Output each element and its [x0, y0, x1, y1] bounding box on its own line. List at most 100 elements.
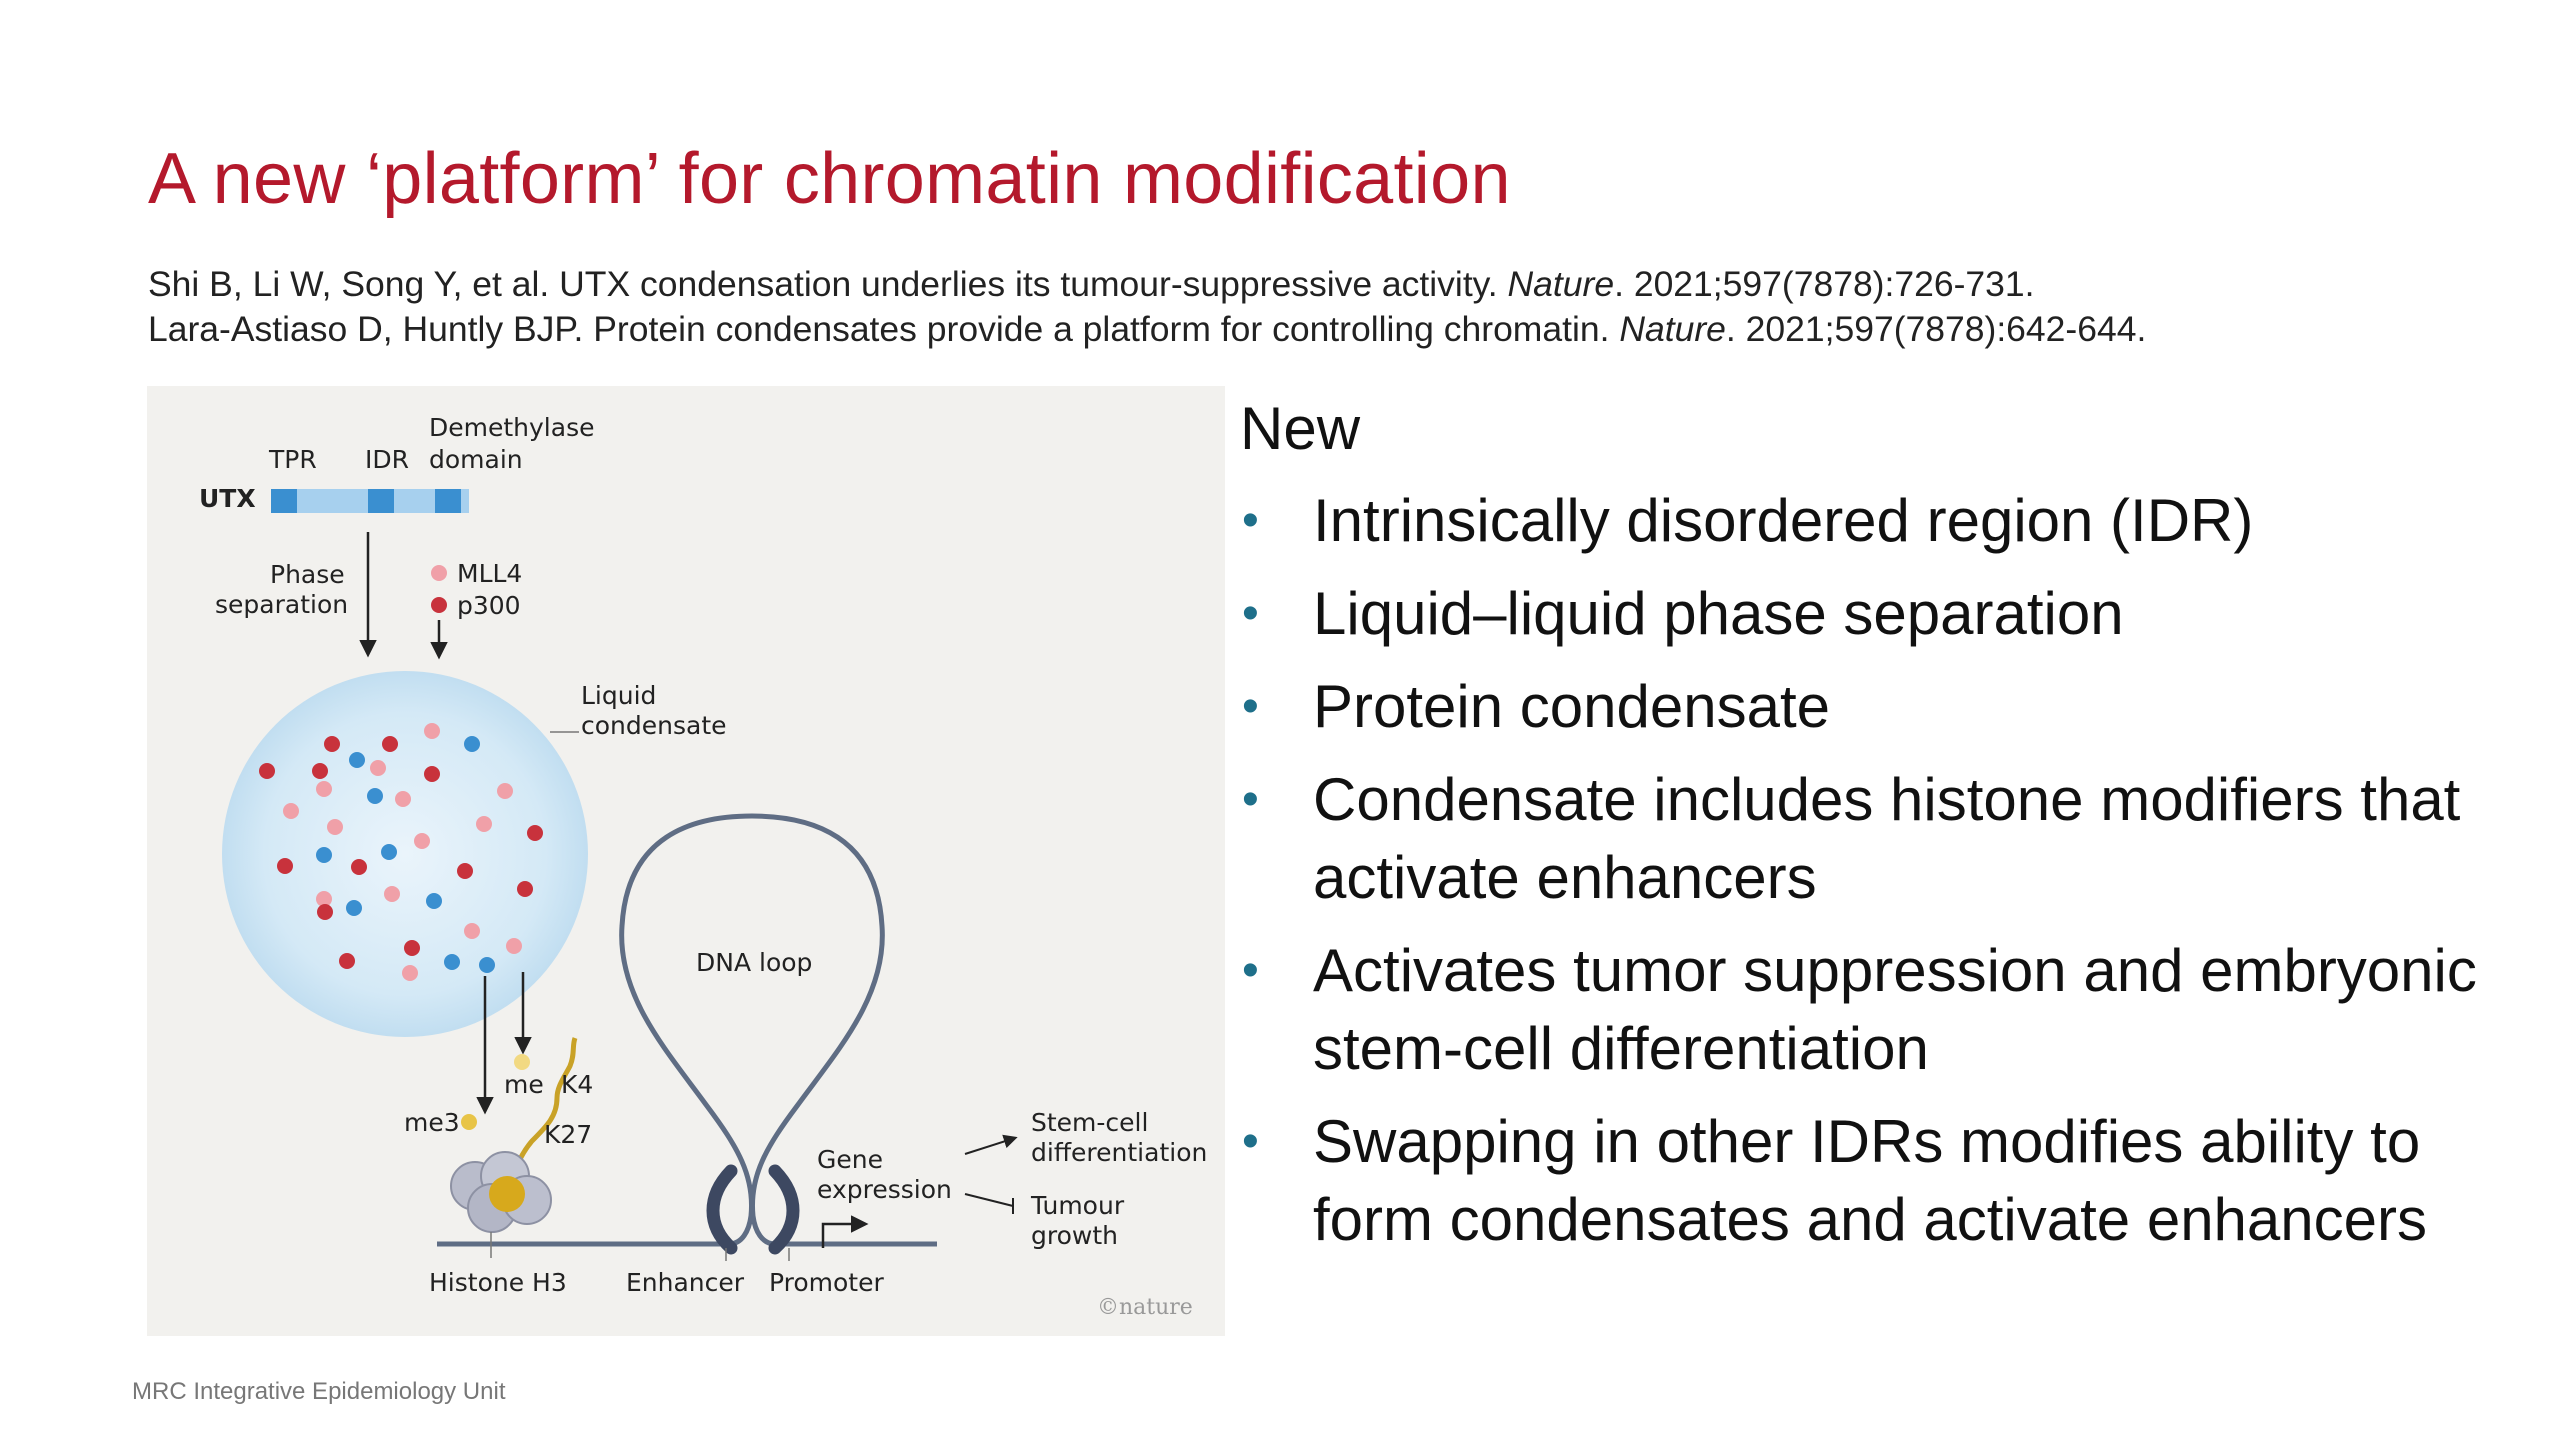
p300-particle: [517, 881, 533, 897]
mll4-particle: [464, 923, 480, 939]
bullet-dot-icon: •: [1242, 587, 1259, 640]
bullet-dot-icon: •: [1242, 680, 1259, 733]
nucleosome: [450, 1151, 552, 1233]
phase-label-line1: Phase: [270, 560, 345, 589]
p300-particle: [527, 825, 543, 841]
mll4-dot: [431, 565, 447, 581]
tumour-inhibit-line: [964, 1193, 1014, 1207]
reference-1-journal: Nature: [1507, 264, 1615, 304]
bullet-item: • Activates tumor suppression and embryon…: [1240, 932, 2530, 1088]
mll4-particle: [424, 723, 440, 739]
idr-label: IDR: [365, 445, 409, 474]
idr-segment: [368, 489, 394, 513]
reference-2-journal: Nature: [1619, 309, 1726, 349]
p300-particle: [424, 766, 440, 782]
p300-particle: [324, 736, 340, 752]
condensate-particles: [259, 723, 543, 981]
reference-1-text: Shi B, Li W, Song Y, et al. UTX condensa…: [148, 264, 1508, 304]
enhancer-clamp: [706, 1164, 738, 1255]
bullet-list: •Intrinsically disordered region (IDR) •…: [1240, 482, 2530, 1274]
bullet-item: •Swapping in other IDRs modifies ability…: [1240, 1103, 2530, 1259]
utx-particle: [479, 957, 495, 973]
reference-2: Lara-Astiaso D, Huntly BJP. Protein cond…: [148, 307, 2448, 352]
gene-label-line2: expression: [817, 1175, 952, 1204]
demethylase-segment: [435, 489, 461, 513]
stem-cell-arrow: [964, 1134, 1018, 1155]
histone-label: Histone H3: [429, 1268, 567, 1297]
dna-strand: [437, 813, 937, 1247]
bullet-item: •Intrinsically disordered region (IDR): [1240, 482, 2530, 560]
bullet-text: Intrinsically disordered region (IDR): [1313, 487, 2254, 554]
mll4-label: MLL4: [457, 559, 522, 588]
promoter-label: Promoter: [769, 1268, 884, 1297]
promoter-clamp: [768, 1164, 800, 1255]
liquid-label-line1: Liquid: [581, 681, 656, 710]
bullet-item: • Condensate includes histone modifiers t…: [1240, 761, 2530, 917]
bullet-item: • Liquid–liquid phase separation: [1240, 575, 2530, 653]
p300-label: p300: [457, 591, 521, 620]
mll4-particle: [316, 781, 332, 797]
mll4-particle: [327, 819, 343, 835]
bullet-text: Condensate includes histone modifiers th…: [1313, 766, 2461, 911]
mll4-particle: [402, 965, 418, 981]
utx-condensate-figure: UTX TPR IDR Demethylase domain Phase sep…: [147, 386, 1225, 1336]
p300-particle: [404, 940, 420, 956]
utx-particle: [316, 847, 332, 863]
liquid-label-line2: condensate: [581, 711, 727, 740]
dna-loop-label: DNA loop: [696, 948, 812, 977]
utx-particle: [349, 752, 365, 768]
p300-particle: [382, 736, 398, 752]
mll4-particle: [283, 803, 299, 819]
slide-title: A new ‘platform’ for chromatin modificat…: [148, 139, 1511, 219]
utx-particle: [464, 736, 480, 752]
p300-particle: [312, 763, 328, 779]
mll4-particle: [497, 783, 513, 799]
liquid-condensate: [222, 671, 588, 1037]
gene-label-line1: Gene: [817, 1145, 883, 1174]
reference-2-text: Lara-Astiaso D, Huntly BJP. Protein cond…: [148, 309, 1620, 349]
mll4-particle: [370, 760, 386, 776]
me3-mark: [461, 1114, 477, 1130]
bullet-item: • Protein condensate: [1240, 668, 2530, 746]
me3-label: me3: [404, 1108, 460, 1137]
reference-2-details: . 2021;597(7878):642-644.: [1725, 309, 2147, 349]
p300-dot: [431, 597, 447, 613]
bullet-text: Swapping in other IDRs modifies ability …: [1313, 1108, 2428, 1253]
section-heading: New: [1240, 395, 1361, 462]
bullet-text: Activates tumor suppression and embryoni…: [1313, 937, 2477, 1082]
nucleosome-core: [489, 1176, 525, 1212]
utx-particle: [367, 788, 383, 804]
references: Shi B, Li W, Song Y, et al. UTX condensa…: [148, 262, 2448, 352]
mll4-particle: [414, 833, 430, 849]
mll4-particle: [476, 816, 492, 832]
nature-credit: ©nature: [1097, 1295, 1193, 1320]
p300-particle: [351, 859, 367, 875]
bullet-dot-icon: •: [1242, 944, 1259, 997]
reference-1-details: . 2021;597(7878):726-731.: [1614, 264, 2035, 304]
bullet-dot-icon: •: [1242, 773, 1259, 826]
mll4-particle: [384, 886, 400, 902]
p300-particle: [259, 763, 275, 779]
p300-particle: [277, 858, 293, 874]
utx-particle: [346, 900, 362, 916]
tpr-label: TPR: [268, 445, 317, 474]
p300-particle: [457, 863, 473, 879]
bullet-text: Liquid–liquid phase separation: [1313, 580, 2124, 647]
p300-particle: [339, 953, 355, 969]
utx-label: UTX: [199, 484, 256, 513]
enhancer-label: Enhancer: [626, 1268, 745, 1297]
gene-expression-arrow: [821, 1215, 869, 1248]
utx-particle: [444, 954, 460, 970]
footer-text: MRC Integrative Epidemiology Unit: [132, 1378, 506, 1405]
tpr-segment: [271, 489, 297, 513]
reference-1: Shi B, Li W, Song Y, et al. UTX condensa…: [148, 262, 2448, 307]
mll4-particle: [316, 891, 332, 907]
me-mark: [514, 1054, 530, 1070]
mll4-particle: [395, 791, 411, 807]
bullet-text: Protein condensate: [1313, 673, 1831, 740]
tumour-label-line2: growth: [1031, 1221, 1118, 1250]
stem-cell-label-line2: differentiation: [1031, 1138, 1207, 1167]
utx-particle: [426, 893, 442, 909]
tumour-label-line1: Tumour: [1030, 1191, 1125, 1220]
utx-particle: [381, 844, 397, 860]
